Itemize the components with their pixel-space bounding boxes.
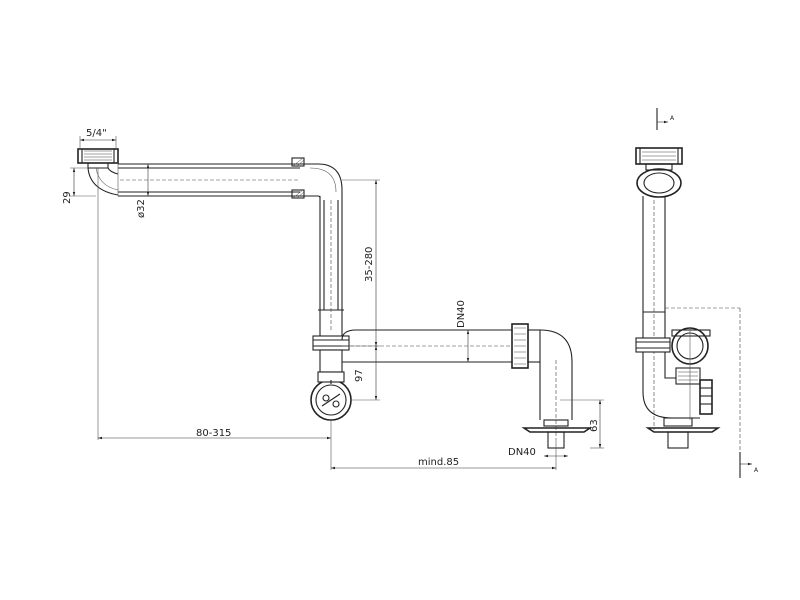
side-top-nut xyxy=(635,147,683,171)
dim-min-85: mind.85 xyxy=(331,457,556,470)
inlet-nut xyxy=(77,148,119,169)
section-mark-bottom: A xyxy=(739,452,759,478)
side-view: A xyxy=(635,108,759,478)
side-outlet-ring xyxy=(671,327,711,365)
dim-dn40-vertical: DN40 xyxy=(456,300,470,362)
dim-97: 97 xyxy=(354,346,378,400)
vertical-tube xyxy=(318,190,344,338)
dn40-horizontal-label: DN40 xyxy=(508,447,536,458)
height-97-label: 97 xyxy=(354,369,365,382)
height-63-label: 63 xyxy=(589,419,600,432)
tee-collar xyxy=(312,335,350,373)
side-top-elbow xyxy=(636,168,682,198)
dn40-vertical-label: DN40 xyxy=(456,300,467,328)
inlet-elbow xyxy=(87,167,119,196)
drain-valve xyxy=(310,371,352,421)
dim-35-280: 35-280 xyxy=(364,180,378,346)
dim-dn40-horizontal: DN40 xyxy=(508,447,568,458)
diameter-32-label: ø32 xyxy=(136,199,147,218)
upper-elbow xyxy=(309,163,343,199)
side-vertical-tube xyxy=(642,196,666,430)
section-top-label: A xyxy=(670,115,675,122)
range-80-315-label: 80-315 xyxy=(196,428,231,439)
extension-lines xyxy=(70,167,604,470)
thread-label: 5/4" xyxy=(86,128,107,139)
section-mark-top: A xyxy=(656,108,675,130)
dim-63: 63 xyxy=(589,400,602,448)
dim-29: 29 xyxy=(62,168,76,204)
min-85-label: mind.85 xyxy=(418,457,459,468)
front-view: 5/4" 29 ø32 35-280 DN40 97 xyxy=(62,128,604,470)
side-reference-lines xyxy=(665,307,741,466)
dim-diameter-32: ø32 xyxy=(136,164,150,218)
horizontal-tube xyxy=(117,157,318,199)
height-29-label: 29 xyxy=(62,191,73,204)
side-lower-body xyxy=(642,352,713,419)
range-35-280-label: 35-280 xyxy=(364,247,375,282)
side-flange xyxy=(645,417,721,449)
dim-80-315: 80-315 xyxy=(98,428,331,440)
section-bottom-label: A xyxy=(754,467,759,474)
dim-thread: 5/4" xyxy=(79,128,117,149)
side-collar xyxy=(635,337,671,353)
outlet-tube xyxy=(341,323,541,369)
outlet-elbow xyxy=(521,329,593,449)
